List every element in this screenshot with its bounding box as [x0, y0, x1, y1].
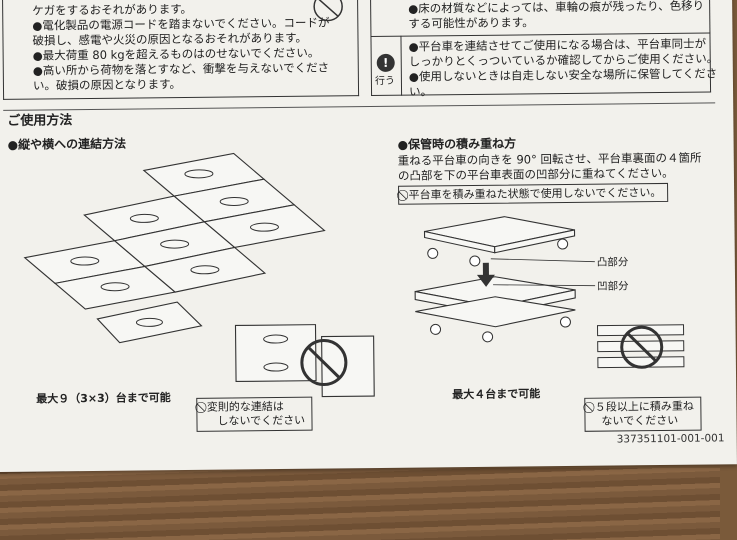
- prohibit-notice-text: 平台車を積み重ねた状態で使用しないでください。: [408, 186, 662, 202]
- right-heading: ●保管時の積み重ね方: [397, 136, 517, 152]
- label-concave: 凹部分: [597, 280, 629, 293]
- warning-right-lower: ●平台車を連結させてご使用になる場合は、平台車同士が しっかりとくっついているか…: [409, 36, 719, 99]
- caption-max-four: 最大４台まで可能: [452, 387, 541, 402]
- wooden-table-background: [0, 468, 720, 540]
- product-code: 337351101-001-001: [616, 432, 725, 446]
- warning-left-text: ケガをするおそれがあります。 ●電化製品の電源コードを踏まないでください。コード…: [32, 0, 330, 93]
- warning-line: い。破損の原因となります。: [32, 77, 182, 93]
- stacking-illustration: [414, 216, 596, 343]
- irregular-connection-illustration: [234, 324, 375, 398]
- caption-line: ないでください: [601, 413, 679, 428]
- caption-line: 変則的な連結は: [206, 399, 284, 414]
- prohibit-notice: ⃠ 平台車を積み重ねた状態で使用しないでください。: [398, 182, 669, 205]
- warning-right-upper: ●床の材質などによっては、車輪の痕が残ったり、色移り する可能性があります。: [408, 0, 704, 32]
- connected-carts-illustration: [23, 152, 326, 344]
- label-convex: 凸部分: [596, 256, 629, 269]
- description-line: の凸部を下の平台車表面の凹部分に重ねてください。: [397, 165, 674, 183]
- warning-line: する可能性があります。: [408, 15, 534, 31]
- section-divider: [3, 102, 716, 111]
- mandatory-action-label: 行う: [374, 75, 395, 87]
- caption-irregular: ⃠ 変則的な連結は しないでください: [196, 396, 313, 432]
- right-description: 重ねる平台車の向きを 90° 回転させ、平台車裏面の４箇所 の凸部を下の平台車表…: [398, 151, 702, 184]
- mandatory-action-icon: !: [376, 53, 395, 72]
- caption-five-stack: ⃠ ５段以上に積み重ね ないでください: [584, 396, 702, 432]
- five-stack-illustration: [597, 324, 685, 369]
- left-heading: ●縦や横への連結方法: [7, 136, 127, 152]
- prohibit-icon: [313, 0, 343, 22]
- section-title: ご使用方法: [7, 113, 73, 129]
- caption-line: ５段以上に積み重ね: [594, 399, 694, 414]
- instruction-sheet: ケガをするおそれがあります。 ●電化製品の電源コードを踏まないでください。コード…: [0, 0, 737, 472]
- warning-line: ●高い所から荷物を落とすなど、衝撃を与えないでくださ: [32, 60, 330, 78]
- caption-line: しないでください: [217, 413, 306, 428]
- caption-max-nine: 最大９（3×3）台まで可能: [36, 391, 171, 406]
